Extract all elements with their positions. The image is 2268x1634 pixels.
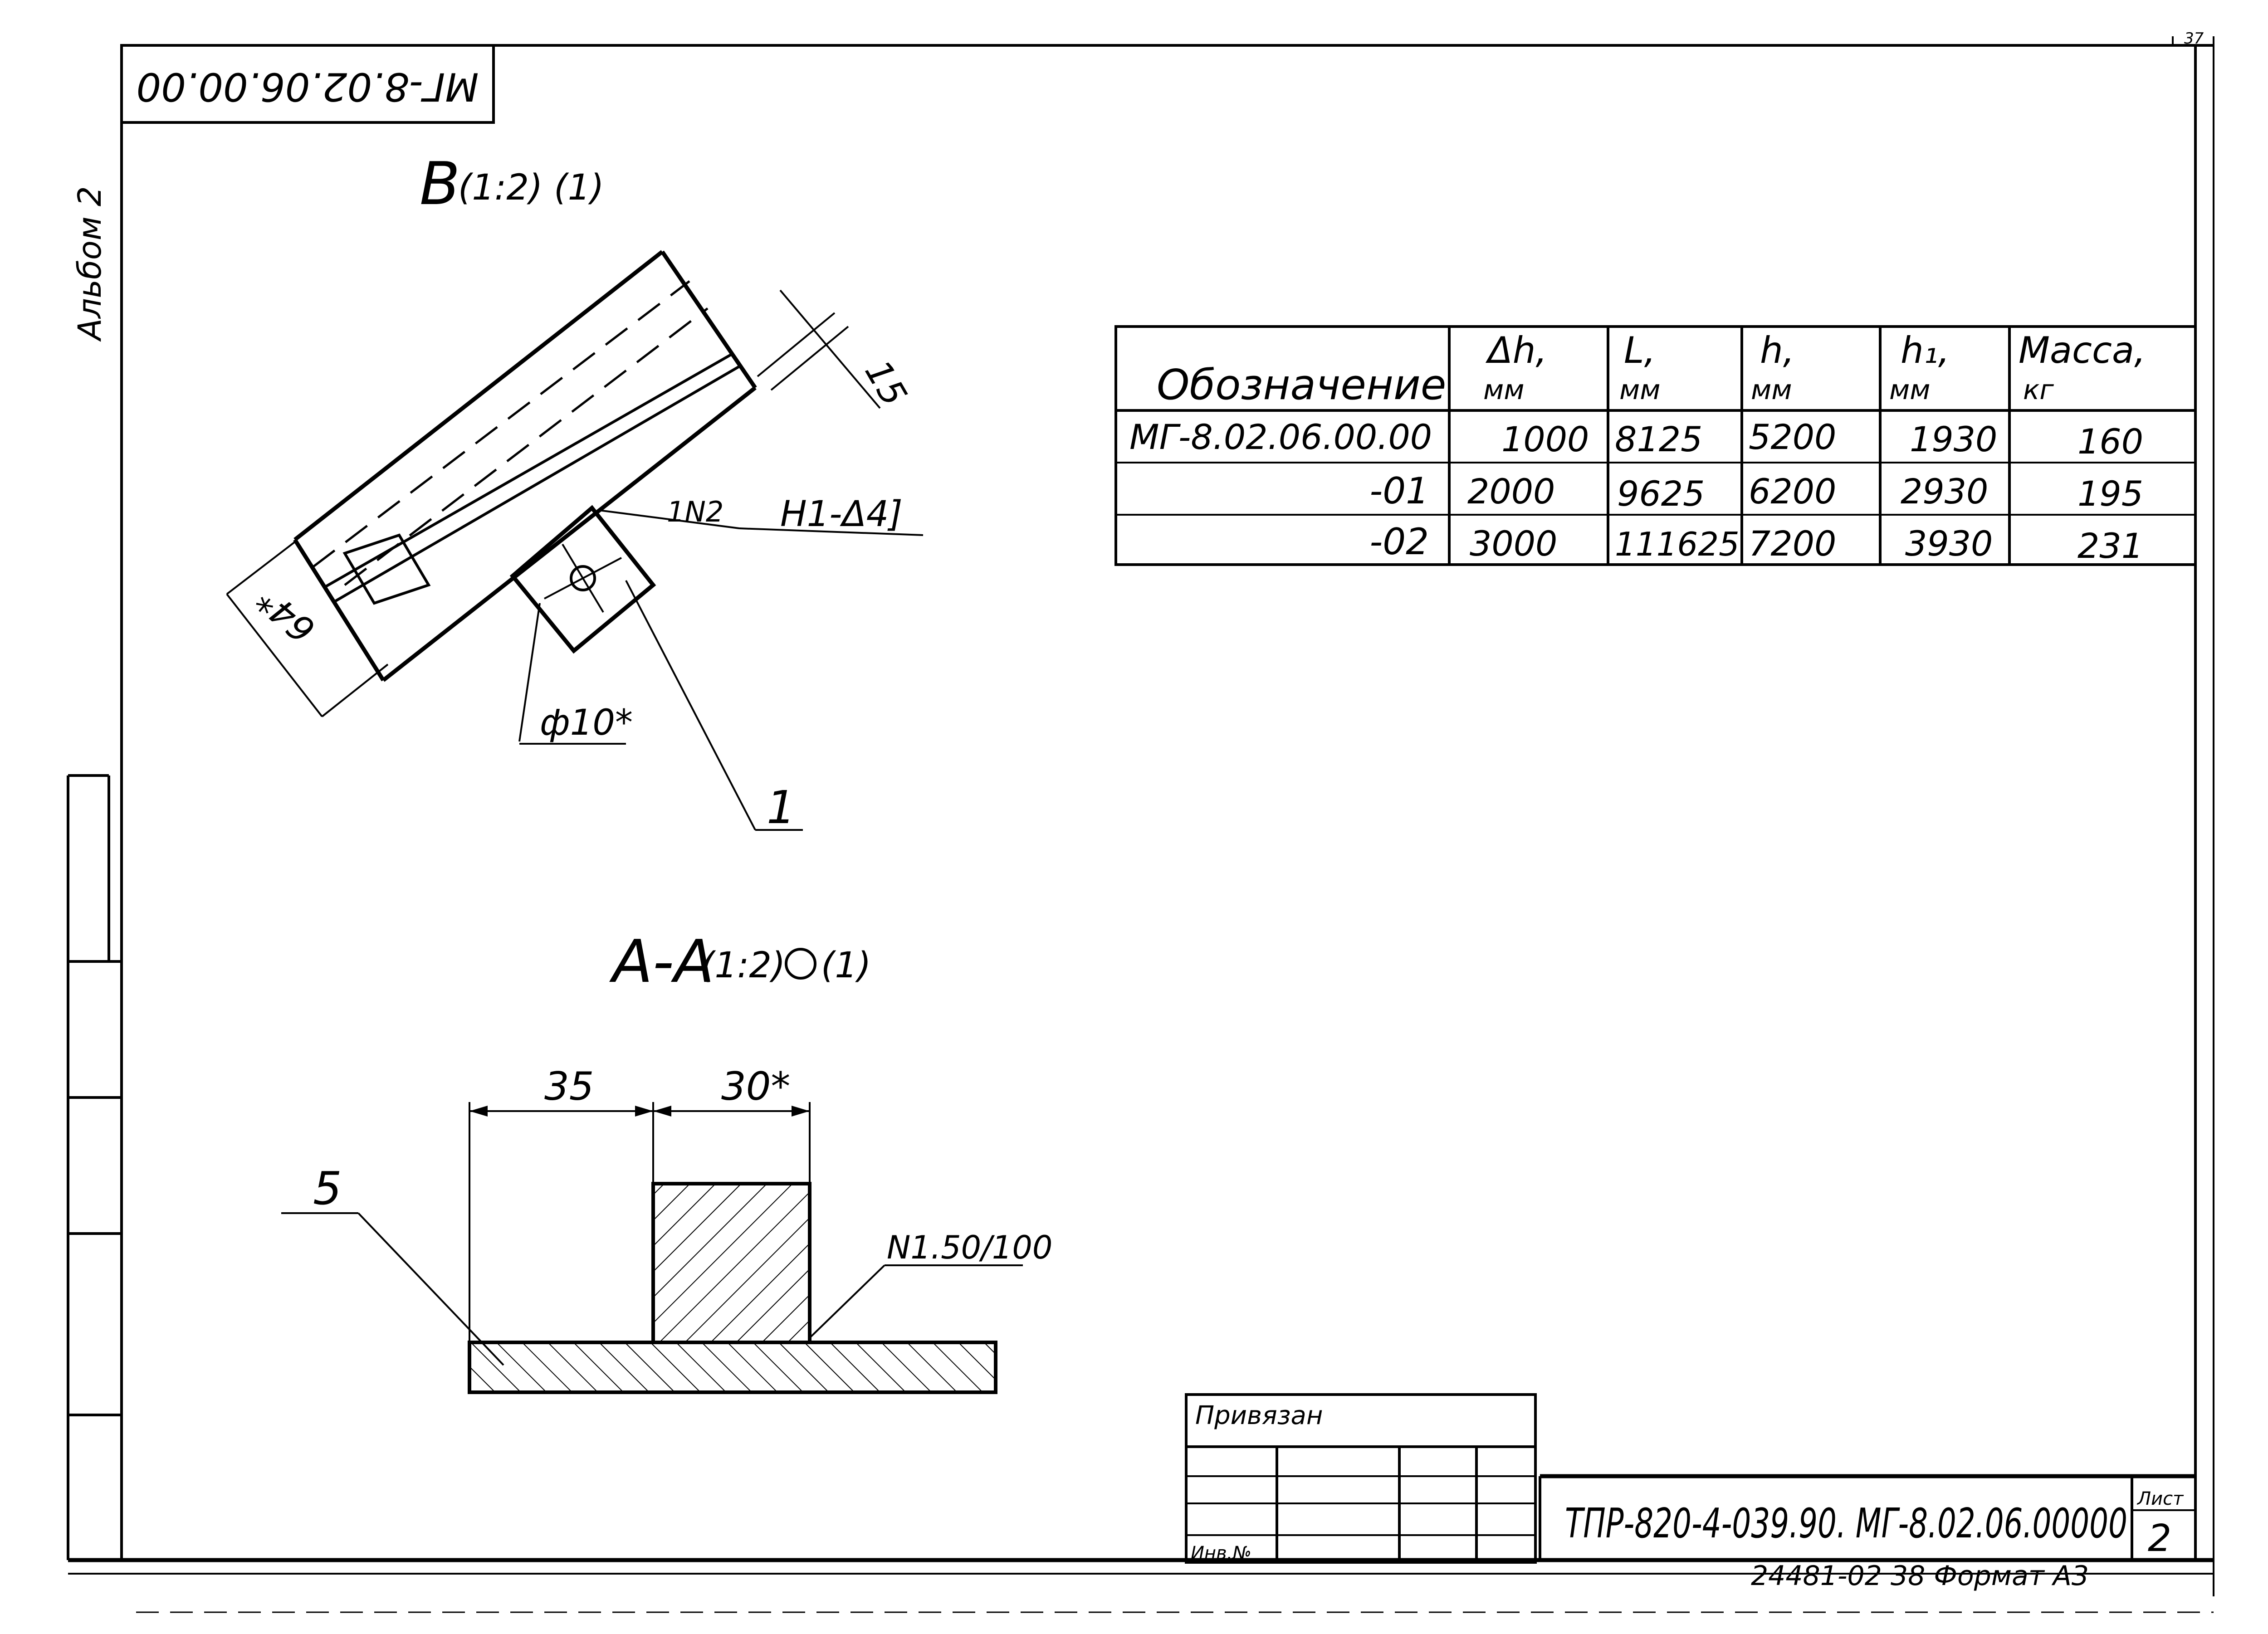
dim-15: 15 (857, 354, 915, 413)
table-header-dh-unit: мм (1483, 374, 1525, 406)
table-header-designation: Обозначение (1157, 361, 1446, 409)
table-cell: 195 (2077, 473, 2143, 514)
table-cell: 160 (2077, 421, 2143, 462)
table-cell: 3000 (1470, 523, 1557, 564)
weld-note: N1.50/100 (887, 1229, 1052, 1266)
callout-1: 1 (767, 781, 796, 834)
variants-table: Обозначение Δh, мм L, мм h, мм h₁, мм Ма… (1114, 325, 2197, 566)
table-cell: 7200 (1749, 523, 1836, 564)
table-cell: 3930 (1905, 523, 1993, 564)
table-cell: 2000 (1467, 471, 1555, 512)
inv-label: Инв.№ (1191, 1543, 1251, 1564)
table-cell: 1930 (1910, 419, 1997, 459)
table-cell: 8125 (1615, 419, 1702, 459)
table-header-l: L, (1624, 329, 1656, 371)
table-header-h-unit: мм (1751, 374, 1792, 406)
album-label: Альбом 2 (71, 186, 108, 342)
view-b: В (1:2) (1) 15 64* (226, 149, 924, 834)
view-b-title: В (420, 149, 460, 218)
table-header-mass-unit: кг (2023, 374, 2054, 406)
stamp-code: МГ-8.02.06.00.00 (137, 64, 479, 109)
upright-block (651, 1182, 811, 1344)
section-aa-scale-suffix: (1) (821, 945, 871, 986)
table-header-h1: h₁, (1901, 329, 1950, 371)
table-header-mass: Масса, (2019, 329, 2146, 371)
table-header-l-unit: мм (1619, 374, 1661, 406)
section-aa-title: А-А (609, 927, 714, 996)
callout-5: 5 (313, 1162, 342, 1215)
title-block: Привязан Инв.№ ТПР-820-4-039.90. МГ-8.02… (1185, 1393, 2197, 1592)
sheet-number-top: 37 (2184, 29, 2204, 48)
dim-64: 64* (249, 579, 323, 651)
sheet-label: Лист (2136, 1488, 2184, 1509)
table-cell: 2930 (1901, 471, 1988, 512)
base-plate (468, 1341, 997, 1394)
document-code: ТПР-820-4-039.90. МГ-8.02.06.00000 (1565, 1500, 2127, 1547)
table-header-h: h, (1760, 329, 1794, 371)
dim-phi: ф10* (540, 702, 633, 743)
view-b-scale: (1:2) (1) (458, 167, 604, 208)
table-cell: 1000 (1501, 419, 1589, 459)
table-cell: 111625 (1615, 525, 1740, 563)
table-cell: -01 (1369, 470, 1429, 512)
table-cell: 5200 (1749, 417, 1836, 457)
table-cell: МГ-8.02.06.00.00 (1129, 417, 1432, 457)
table-cell: 9625 (1617, 473, 1705, 514)
weld-spec: Н1-Δ4] (780, 494, 903, 535)
dim-35: 35 (544, 1064, 594, 1109)
section-aa: А-А (1:2) (1) 35 30* 5 (281, 927, 1052, 1394)
sheet-frame (68, 36, 2214, 1596)
table-header-dh: Δh, (1485, 329, 1547, 371)
sheet-number: 2 (2148, 1517, 2171, 1560)
table-cell: 231 (2077, 526, 2143, 566)
rotated-stamp: МГ-8.02.06.00.00 (120, 44, 495, 124)
bound-label: Привязан (1195, 1401, 1323, 1430)
section-aa-scale: (1:2) (701, 945, 785, 986)
binding-strip (67, 774, 122, 1560)
table-cell: -02 (1369, 521, 1429, 563)
dim-30: 30* (721, 1064, 790, 1109)
weld-label: 1N2 (667, 495, 723, 528)
footer-info: 24481-02 38 Формат А3 (1751, 1560, 2089, 1592)
table-cell: 6200 (1749, 471, 1836, 512)
table-header-h1-unit: мм (1889, 374, 1931, 406)
section-surface-symbol (785, 948, 816, 980)
angled-channel (293, 250, 757, 682)
